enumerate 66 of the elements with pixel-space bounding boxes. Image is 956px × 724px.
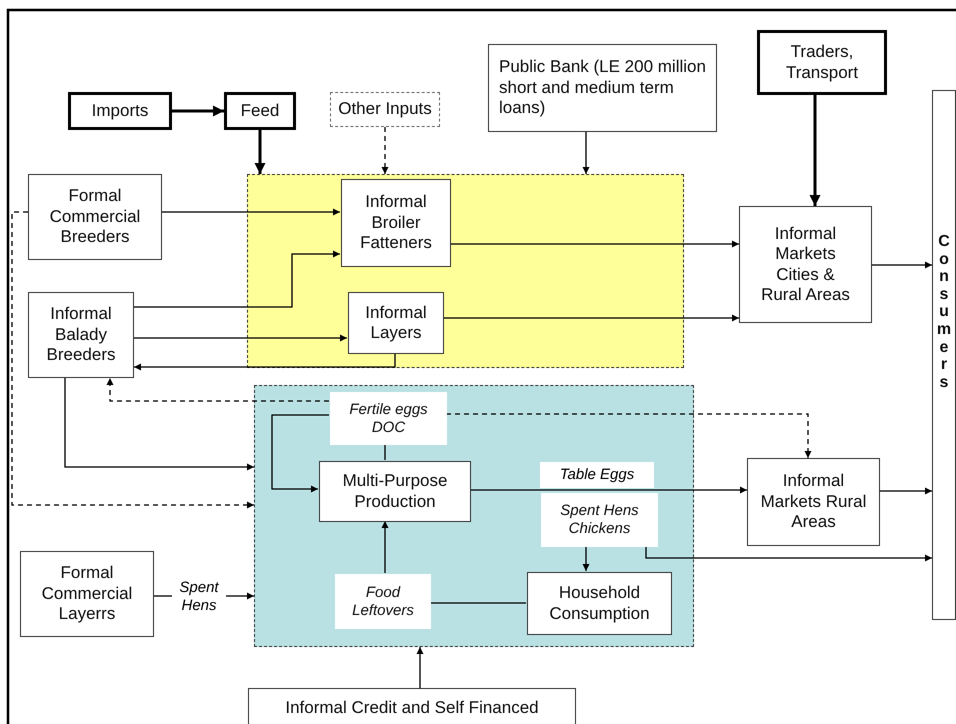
flow-label: Spent Hens Chickens [559, 502, 640, 538]
node-label: Other Inputs [338, 99, 432, 120]
process-box [747, 458, 880, 546]
node-label: Multi-Purpose Production [342, 471, 448, 512]
node-label: Informal Markets Rural Areas [760, 471, 868, 533]
node-label: Informal Broiler Fatteners [359, 192, 433, 254]
flow-label-box [330, 392, 447, 445]
node-label: Public Bank (LE 200 million short and medium term loans) [499, 57, 706, 119]
arrow [810, 95, 820, 206]
process-box [527, 572, 672, 635]
arrow [450, 240, 739, 248]
edge-label: Table Eggs [540, 462, 654, 488]
flow-label: Fertile eggs DOC [348, 400, 429, 436]
arrow [582, 132, 590, 174]
arrow [106, 378, 329, 402]
process-box [20, 551, 154, 637]
node-label: Formal Commercial Layerrs [40, 563, 134, 625]
process-box [757, 30, 887, 95]
arrow [271, 414, 329, 492]
node-label: Informal Balady Breeders [46, 304, 116, 366]
arrow [382, 127, 388, 174]
group-region [254, 385, 694, 647]
arrow [443, 314, 739, 322]
arrow [134, 334, 347, 342]
connector-line [384, 444, 386, 460]
process-box [224, 92, 296, 130]
process-box [28, 174, 162, 260]
arrow [880, 488, 932, 494]
connector-line [430, 602, 526, 604]
arrow [11, 211, 254, 508]
node-label: Traders, Transport [784, 42, 860, 83]
arrow [162, 208, 340, 216]
node-label: Informal Markets Cities & Rural Areas [760, 224, 851, 306]
arrow [134, 250, 340, 308]
arrow [470, 486, 747, 494]
arrow [582, 546, 590, 571]
node-label: Consumers [936, 233, 952, 392]
arrow [172, 106, 224, 116]
process-box [341, 179, 451, 267]
flow-label: Food Leftovers [351, 584, 415, 620]
process-box [248, 688, 576, 724]
flow-label-box [541, 493, 658, 547]
arrow [382, 521, 388, 573]
node-label: Informal Credit and Self Financed [285, 698, 539, 718]
node-label: Imports [92, 100, 148, 122]
process-box [739, 206, 872, 323]
process-box [488, 44, 717, 132]
arrow [446, 413, 812, 458]
node-label: Household Consumption [548, 583, 651, 624]
arrow [134, 353, 396, 370]
arrow [872, 262, 932, 268]
node-label: Formal Commercial Breeders [48, 186, 142, 248]
process-box [348, 292, 444, 354]
process-box [68, 92, 172, 130]
arrow [254, 130, 266, 174]
arrow [645, 546, 932, 562]
node-label: Feed [240, 100, 280, 122]
arrow [416, 647, 424, 688]
process-box [932, 90, 956, 620]
process-box [319, 461, 471, 522]
arrow [64, 378, 254, 470]
flow-label-box [335, 574, 431, 629]
process-box [330, 92, 440, 127]
process-box [28, 292, 134, 378]
node-label: Informal Layers [364, 302, 428, 344]
group-region [247, 174, 684, 368]
